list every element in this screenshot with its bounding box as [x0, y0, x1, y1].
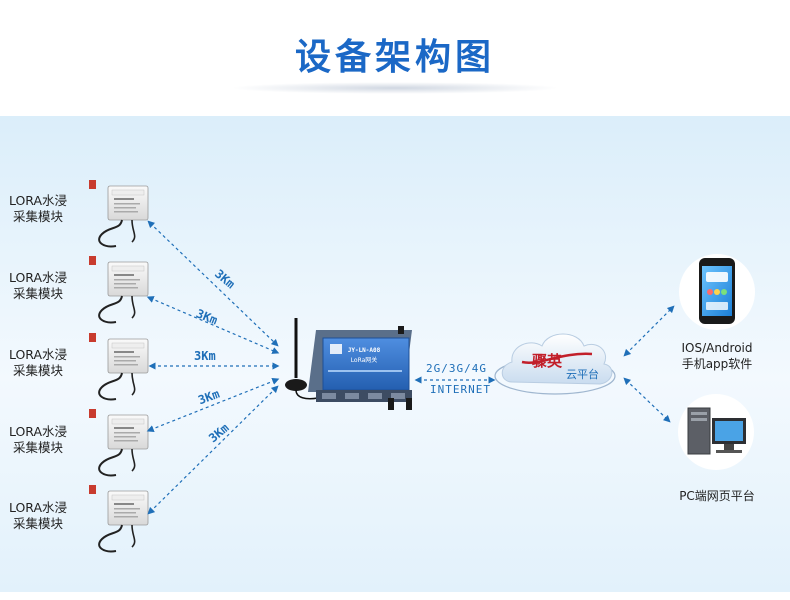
link-sensor-5 — [147, 385, 279, 515]
sensor-label-2: LORA水浸 采集模块 — [8, 270, 68, 301]
gateway-model: JY-LN-A08 — [348, 347, 381, 354]
smartphone — [679, 254, 755, 330]
sensor-label-5: LORA水浸 采集模块 — [8, 500, 68, 531]
title-underline — [230, 82, 560, 94]
water-sensor-3 — [88, 332, 149, 401]
link-phone — [623, 305, 675, 357]
sensor-label-1: LORA水浸 采集模块 — [8, 193, 68, 224]
water-sensor-2 — [88, 255, 149, 324]
antenna — [285, 318, 319, 400]
water-sensor-5 — [88, 484, 149, 553]
sensor-label-3: LORA水浸 采集模块 — [8, 347, 68, 378]
pc-computer — [678, 394, 754, 470]
internet-label: INTERNET — [430, 383, 491, 396]
link-sensor-2 — [146, 296, 280, 354]
distance-label-3: 3Km — [194, 349, 216, 363]
network-protocols: 2G/3G/4G — [426, 362, 487, 375]
water-sensor-1 — [88, 179, 149, 248]
phone-label: IOS/Android 手机app软件 — [681, 341, 753, 371]
cloud-platform: 骤英 云平台 — [494, 333, 616, 395]
link-pc — [623, 377, 671, 423]
gateway-name: LoRa网关 — [351, 356, 378, 364]
cloud-label: 云平台 — [566, 367, 599, 381]
water-sensor-4 — [88, 408, 149, 477]
lora-gateway: JY-LN-A08 LoRa网关 — [308, 326, 412, 410]
sensor-label-4: LORA水浸 采集模块 — [8, 424, 68, 455]
page-title: 设备架构图 — [294, 37, 495, 78]
cloud-brand: 骤英 — [532, 352, 563, 370]
pc-label: PC端网页平台 — [679, 489, 755, 503]
